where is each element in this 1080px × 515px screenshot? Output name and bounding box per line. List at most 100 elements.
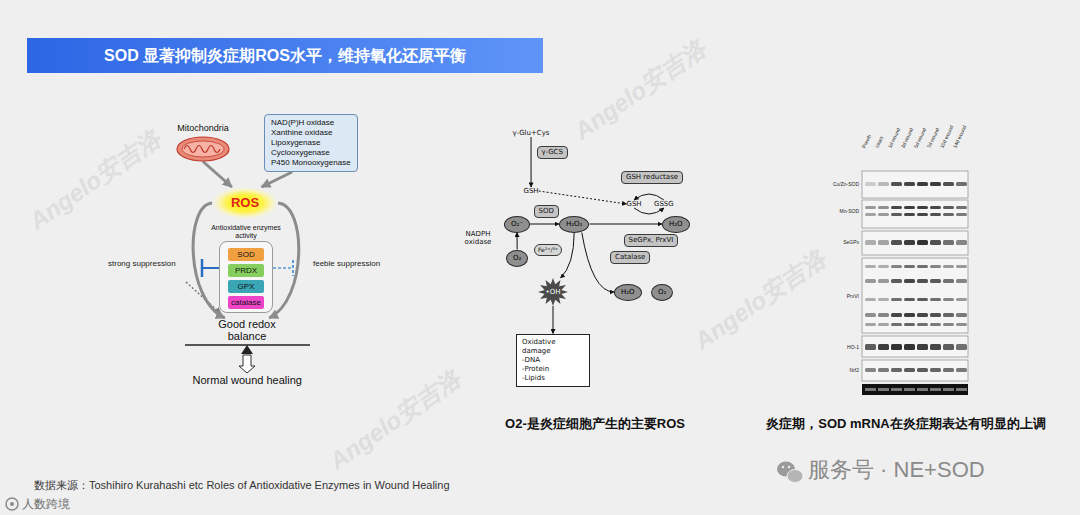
node-text: GPX — [228, 280, 264, 293]
account-watermark: 服务号 · NE+SOD — [808, 457, 985, 483]
node-text: Good redox balance — [210, 318, 284, 342]
molecule-ellipse: O₂⁻ — [504, 216, 530, 233]
node-text: γ-Glu+Cys — [513, 129, 550, 137]
node-text: γ-GCS — [542, 148, 563, 157]
blot-band — [865, 182, 876, 186]
node-text: catalase — [228, 296, 264, 309]
node-text: Fe²⁺/³⁺ — [538, 246, 558, 254]
molecule-ellipse: H₂O — [662, 216, 690, 233]
wechat-icon — [777, 462, 803, 483]
inhibition-bar — [292, 260, 294, 276]
starburst-outline — [538, 278, 568, 306]
blot-band — [891, 279, 902, 283]
blot-band — [878, 213, 889, 216]
arrow-connector — [203, 162, 232, 188]
band-label: Mn-SOD — [840, 208, 859, 214]
node-text: ROS — [212, 187, 278, 219]
blot-band — [865, 206, 876, 209]
blot-band — [917, 213, 928, 216]
blot-band — [917, 206, 928, 209]
brand-watermark: Angelo安吉洛 — [23, 123, 167, 237]
blot-band — [865, 344, 876, 350]
node-text: SOD — [539, 207, 554, 216]
damage-box: Oxidative damage-DNA-Protein-Lipids — [516, 334, 590, 387]
mitochondria-inner — [182, 141, 224, 157]
balance-fulcrum — [241, 345, 253, 354]
blot-band — [956, 298, 967, 301]
node-text: PRDX — [228, 264, 264, 277]
mitochondria-icon: Mitochondria — [176, 123, 230, 162]
blot-band — [930, 240, 941, 245]
band-label: Cu/Zn-SOD — [833, 181, 859, 187]
enzyme-text: NADPH oxidase — [458, 230, 498, 246]
node-text: Catalase — [615, 253, 645, 262]
platform-icon — [6, 498, 18, 510]
outcome-text: Normal wound healing — [193, 374, 302, 386]
blot-band — [943, 265, 954, 268]
brand-watermark: Angelo安吉洛 — [568, 33, 712, 147]
arrow-connector — [531, 137, 532, 187]
node-text: SeGPx, PrxVI — [629, 236, 674, 245]
figure-caption: O2-是炎症细胞产生的主要ROS — [505, 416, 685, 431]
blot-band — [917, 265, 928, 268]
node-text: O₂ — [658, 288, 666, 297]
blot-band — [904, 313, 915, 317]
blot-panel — [862, 258, 968, 333]
node-text: GSH — [627, 200, 642, 208]
blot-band — [956, 206, 967, 209]
node-text: Oxidative damage — [522, 338, 584, 356]
blot-panel — [862, 171, 968, 198]
blot-band — [956, 265, 967, 268]
blot-band — [891, 182, 902, 186]
blot-band — [943, 323, 954, 326]
blot-band — [943, 298, 954, 301]
balance-beam — [185, 344, 310, 346]
blot-band — [956, 279, 967, 283]
title-banner: SOD 显著抑制炎症期ROS水平，维持氧化还原平衡 — [27, 38, 543, 73]
enzyme-box: Catalase — [610, 251, 650, 264]
blot-band — [917, 279, 928, 283]
arrow-connector — [262, 172, 293, 187]
blot-band — [956, 213, 967, 216]
molecule-ellipse: O₂ — [651, 284, 673, 301]
blot-band — [956, 323, 967, 326]
molecule-ellipse: H₂O — [614, 284, 642, 301]
loading-band — [956, 388, 967, 391]
western-blot — [862, 171, 968, 395]
node-text: O₂⁻ — [511, 220, 523, 229]
enzyme-chip: catalase — [228, 296, 264, 309]
platform-watermark: 人数跨境 — [22, 497, 70, 511]
blot-band — [917, 313, 928, 317]
blot-band — [930, 313, 941, 317]
blot-band — [865, 265, 876, 268]
blot-band — [930, 265, 941, 268]
molecule-ellipse: O₂ — [506, 250, 528, 267]
blot-band — [904, 265, 915, 268]
blot-band — [904, 213, 915, 216]
inhibition-line — [203, 267, 219, 269]
band-label: HO-1 — [847, 344, 859, 350]
blot-band — [891, 323, 902, 326]
blot-band — [917, 298, 928, 301]
arrow-connector — [634, 194, 664, 200]
blot-panel — [862, 200, 968, 228]
blot-band — [930, 368, 941, 372]
node-text: Mitochondria — [176, 123, 230, 134]
node-text: GSH reductase — [626, 173, 678, 182]
node-text: H₂O₂ — [566, 220, 582, 229]
group-heading: Antioxidative enzymes activity — [204, 224, 288, 240]
chat-dot — [782, 466, 784, 468]
blot-band — [865, 368, 876, 372]
blot-band — [943, 368, 954, 372]
blot-band — [904, 182, 915, 186]
metabolite-text: γ-Glu+Cys — [513, 129, 550, 137]
metabolite-text: GSSG — [654, 200, 674, 208]
iron-ellipse: Fe²⁺/³⁺ — [534, 244, 562, 256]
blot-band — [930, 213, 941, 216]
blot-band — [943, 182, 954, 186]
lane-label: Intact — [874, 135, 885, 149]
enzyme-box: γ-GCS — [537, 146, 568, 159]
blot-band — [878, 182, 889, 186]
